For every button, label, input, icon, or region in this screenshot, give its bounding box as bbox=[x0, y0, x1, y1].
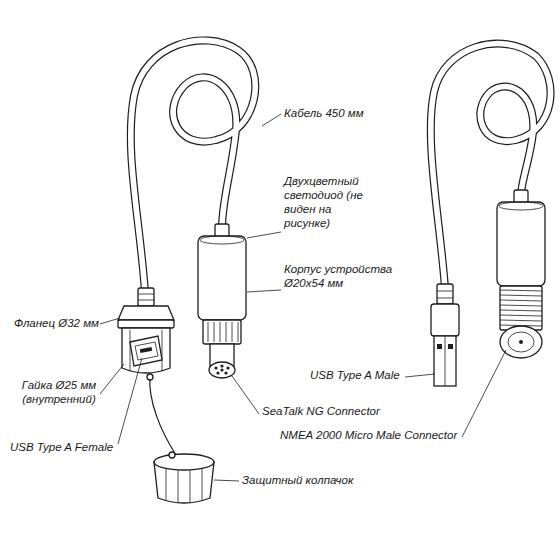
knurling bbox=[208, 322, 238, 342]
nmea-label: NMEA 2000 Micro Male Connector bbox=[280, 428, 470, 442]
usb-male-label: USB Type A Male bbox=[310, 368, 410, 382]
flange-label: Фланец Ø32 мм bbox=[14, 316, 104, 330]
device-body bbox=[497, 190, 545, 286]
cable bbox=[431, 44, 551, 288]
nut-label: Гайка Ø25 мм (внутренний) bbox=[14, 378, 104, 406]
leader-lines bbox=[100, 114, 506, 481]
seatalk-label: SeaTalk NG Connector bbox=[262, 404, 412, 418]
usb-female-assembly bbox=[118, 288, 176, 455]
cable bbox=[431, 44, 551, 288]
usb-male-plug bbox=[431, 284, 459, 386]
seatalk-ng-connector bbox=[203, 320, 241, 378]
led-label: Двухцветный светодиод (не виден на рисун… bbox=[284, 174, 380, 230]
usb-female-label: USB Type A Female bbox=[10, 440, 140, 454]
protective-cap bbox=[154, 452, 214, 503]
cable-label: Кабель 450 мм bbox=[284, 106, 394, 120]
cap-label: Защитный колпачок bbox=[242, 473, 382, 487]
body-label: Корпус устройства Ø20x54 мм bbox=[284, 262, 404, 290]
nmea2000-connector bbox=[500, 286, 542, 358]
device-body bbox=[198, 224, 246, 320]
